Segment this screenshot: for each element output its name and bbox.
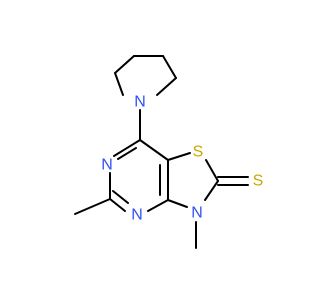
bond-n-lower-c3a bbox=[147, 199, 169, 212]
bond-pyrrolidine-c1-c2 bbox=[114, 55, 135, 74]
pyrrolidine-ring bbox=[114, 55, 177, 96]
molecule-diagram: N N N N S S bbox=[74, 55, 264, 249]
bond-s-ring-c2 bbox=[205, 159, 219, 182]
bond-n-pyrrolidine-c1 bbox=[114, 72, 124, 96]
bond-c7a-s-ring bbox=[167, 152, 191, 161]
bond-c5-n-lower bbox=[109, 198, 126, 212]
atom-n-pyrimidine-upper: N bbox=[101, 157, 113, 174]
bond-c5-n-lower-inner bbox=[112, 190, 129, 204]
bond-n-thiazole-c3a bbox=[167, 199, 188, 208]
bond-c7-n-upper-inner bbox=[117, 147, 137, 160]
bond-c2-n-thiazole bbox=[204, 180, 219, 201]
atom-s-ring: S bbox=[193, 144, 204, 161]
bond-c7a-c7 bbox=[139, 139, 169, 161]
atom-n-pyrimidine-lower: N bbox=[131, 207, 143, 224]
atom-n-pyrrolidine: N bbox=[134, 94, 146, 111]
pyrimidine-ring bbox=[109, 139, 169, 212]
thiazole-ring bbox=[167, 152, 219, 208]
bond-c5-methyl bbox=[74, 198, 111, 215]
bond-pyrrolidine-c3-c4 bbox=[162, 55, 177, 79]
atom-s-thione: S bbox=[253, 173, 264, 190]
bond-c7-n-upper bbox=[113, 139, 141, 157]
bond-pyrrolidine-c4-n bbox=[156, 77, 177, 96]
atom-n-thiazole: N bbox=[191, 205, 203, 222]
